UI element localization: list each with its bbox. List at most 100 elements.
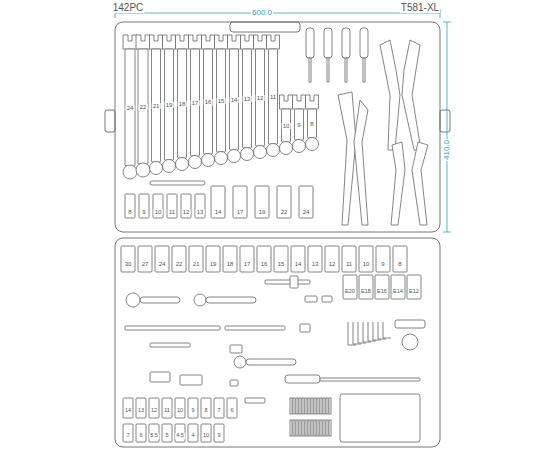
callout-number: 10: [154, 209, 163, 215]
callout-number: 10: [282, 123, 291, 129]
screwdriver-bit: [320, 420, 322, 436]
callout-number: 10: [362, 261, 371, 267]
wrench-ring-end: [215, 152, 228, 165]
screwdriver-bit: [326, 398, 328, 414]
screwdriver-blade: [345, 58, 347, 82]
callout-number: 19: [209, 261, 218, 267]
socket: [138, 246, 152, 272]
socket: [257, 246, 271, 272]
screwdriver-bit: [326, 420, 328, 436]
callout-number: 24: [302, 209, 311, 215]
wrench-ring-end: [176, 158, 189, 171]
adapter: [300, 324, 310, 332]
screwdriver-blade: [363, 58, 365, 82]
socket: [359, 246, 373, 272]
screwdriver-bit: [293, 420, 295, 436]
screwdriver-bit: [329, 398, 331, 414]
callout-number: 14: [214, 209, 223, 215]
screwdriver-bit: [323, 398, 325, 414]
socket: [189, 246, 203, 272]
small-socket: [188, 398, 198, 418]
small-socket: [188, 424, 198, 442]
callout-number: 13: [196, 209, 205, 215]
callout-number: 11: [269, 94, 277, 100]
callout-number: 15: [277, 261, 286, 267]
callout-number: 12: [182, 209, 191, 215]
e-socket: [359, 275, 373, 299]
callout-number: 22: [175, 261, 184, 267]
callout-number: 10: [202, 433, 210, 439]
small-socket: [175, 424, 185, 442]
dimension-lines: [115, 9, 451, 232]
handle-cutout: [230, 22, 300, 32]
combination-pliers: [380, 40, 400, 150]
diagonal-pliers: [391, 142, 405, 225]
universal-joint: [305, 296, 317, 302]
screwdriver-blade: [327, 58, 329, 82]
socket: [342, 246, 356, 272]
wrench-open-end: [123, 35, 137, 49]
screwdriver-bit: [305, 420, 307, 436]
callout-number: 7: [216, 408, 221, 414]
wrench-shaft: [308, 109, 317, 138]
dimension: 600.0: [251, 9, 273, 17]
header-text: T581-XL: [400, 3, 440, 13]
wrench-shaft: [217, 49, 226, 152]
extension-bar: [150, 343, 190, 347]
wrench-shaft: [256, 49, 265, 146]
small-socket: [214, 398, 224, 418]
screwdriver-bit: [305, 398, 307, 414]
adapter: [322, 296, 332, 302]
wrench-open-end: [150, 35, 163, 49]
pick-up-tool: [150, 181, 205, 185]
spark-plug-socket: [150, 372, 170, 382]
socket: [153, 194, 163, 218]
wrench-shaft: [138, 49, 148, 164]
small-socket: [201, 398, 211, 418]
callout-number: 9: [190, 408, 195, 414]
extension-bar: [225, 326, 285, 330]
callout-number: 16: [260, 261, 269, 267]
hex-key: [383, 322, 391, 338]
wrench-shaft: [230, 49, 239, 150]
bit-driver: [395, 320, 425, 328]
case-lid: [115, 22, 440, 232]
callout-number: 17: [243, 261, 252, 267]
socket: [255, 186, 269, 218]
callout-number: 11: [345, 261, 353, 267]
wrench-ring-end: [254, 146, 267, 159]
e-socket: [391, 275, 405, 299]
socket: [277, 186, 291, 218]
callout-number: 10: [176, 408, 184, 414]
small-socket: [136, 424, 146, 442]
ratchet-handle: [246, 359, 296, 365]
callout-number: 6: [138, 433, 143, 439]
wrench-open-end: [306, 95, 319, 109]
small-socket: [214, 424, 224, 442]
small-socket: [149, 398, 159, 418]
screwdriver-handle: [360, 28, 368, 58]
callout-number: 8: [397, 261, 402, 267]
wrench-ring-end: [189, 156, 202, 169]
screwdriver-bit: [302, 420, 304, 436]
callout-number: 22: [280, 209, 289, 215]
callout-number: 9: [141, 209, 146, 215]
small-socket: [162, 398, 172, 418]
wrench-ring-end: [202, 154, 215, 167]
screwdriver-bit: [290, 420, 292, 436]
screwdriver-bit: [320, 398, 322, 414]
callout-number: 19: [258, 209, 267, 215]
screwdriver-bit: [308, 420, 310, 436]
wrench-ring-end: [306, 138, 319, 151]
wrench-open-end: [228, 35, 241, 49]
dimension: 410.0: [443, 139, 451, 161]
screwdriver-bit: [302, 398, 304, 414]
wrench-open-end: [267, 35, 280, 49]
wrench-open-end: [202, 35, 215, 49]
socket: [181, 194, 191, 218]
small-socket: [136, 398, 146, 418]
extension-bar: [320, 378, 420, 381]
callout-number: 17: [236, 209, 245, 215]
screwdriver-bit: [317, 398, 319, 414]
small-socket: [175, 398, 185, 418]
